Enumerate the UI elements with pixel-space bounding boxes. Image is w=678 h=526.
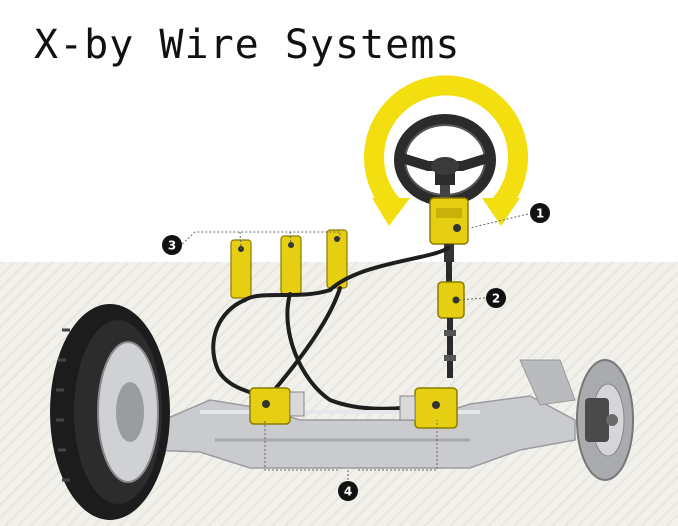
tire-icon — [50, 304, 170, 520]
wheel-actuator-right — [399, 387, 458, 429]
wheel-actuator-left — [249, 387, 305, 425]
callout-3-label: 3 — [168, 239, 176, 253]
control-units — [230, 229, 348, 299]
brake-disc-icon — [576, 359, 634, 481]
steering-actuator — [429, 197, 469, 262]
steering-wheel-icon — [394, 114, 496, 206]
callout-2-label: 2 — [492, 292, 500, 306]
callout-4-label: 4 — [344, 485, 352, 499]
callout-2: 2 — [486, 288, 506, 308]
page-title: X-by Wire Systems — [34, 22, 461, 68]
callout-leaders — [181, 213, 529, 471]
callout-1-label: 1 — [536, 207, 544, 221]
steering-column — [437, 262, 465, 378]
callout-4: 4 — [338, 470, 358, 501]
callout-1: 1 — [530, 203, 550, 223]
callout-3: 3 — [162, 235, 182, 255]
wiring-harness — [211, 246, 450, 411]
front-subframe — [138, 359, 576, 469]
rotation-arrow-icon — [364, 75, 528, 226]
